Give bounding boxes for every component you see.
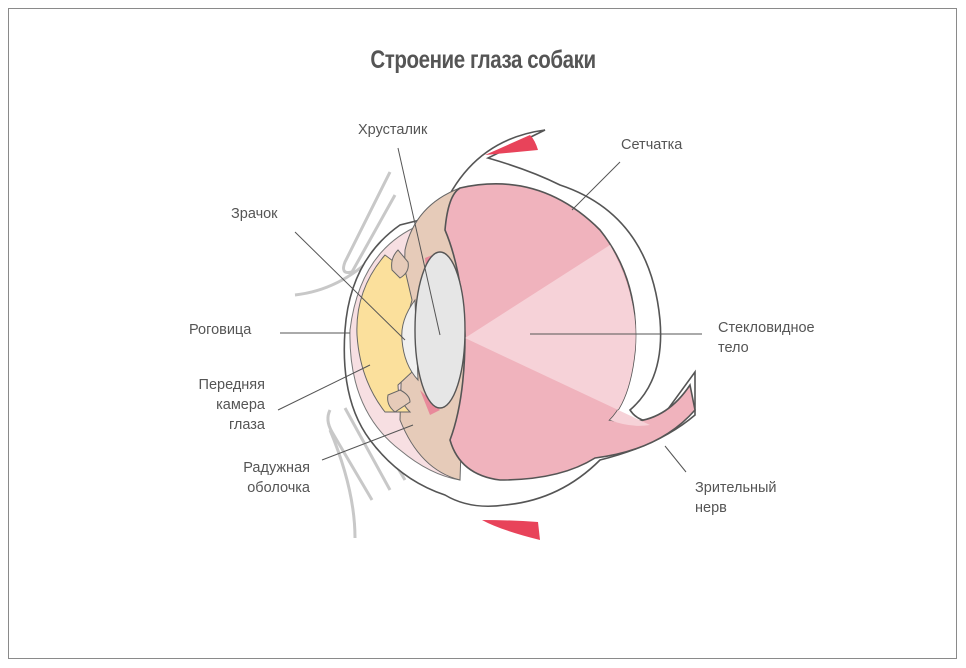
label-optic-nerve: Зрительный нерв <box>695 478 777 518</box>
eyelid-accent-bottom <box>482 520 540 540</box>
label-line: Радужная <box>243 460 310 476</box>
pupil <box>401 298 419 382</box>
eyelid-accent-top <box>485 135 538 155</box>
vitreous-highlight <box>465 245 650 426</box>
diagram-title: Строение глаза собаки <box>370 46 596 74</box>
label-line: глаза <box>228 417 265 433</box>
label-anterior-chamber: Передняя камера глаза <box>199 375 265 435</box>
label-iris: Радужная оболочка <box>243 458 310 498</box>
label-vitreous: Стекловидное тело <box>718 318 815 358</box>
label-line: тело <box>718 340 749 356</box>
iris-lower <box>387 389 411 413</box>
label-line: камера <box>216 397 265 413</box>
label-line: Стекловидное <box>718 320 815 336</box>
iris-upper <box>391 249 409 279</box>
label-lens: Хрусталик <box>358 122 428 138</box>
label-retina: Сетчатка <box>621 137 683 153</box>
leader-lines <box>277 147 702 473</box>
label-cornea: Роговица <box>189 322 252 338</box>
label-line: оболочка <box>247 480 310 496</box>
label-pupil: Зрачок <box>231 206 278 222</box>
lens <box>414 251 466 409</box>
label-line: Зрительный <box>695 480 777 496</box>
label-line: нерв <box>695 500 727 516</box>
label-line: Передняя <box>198 377 265 393</box>
diagram-frame <box>8 8 957 659</box>
